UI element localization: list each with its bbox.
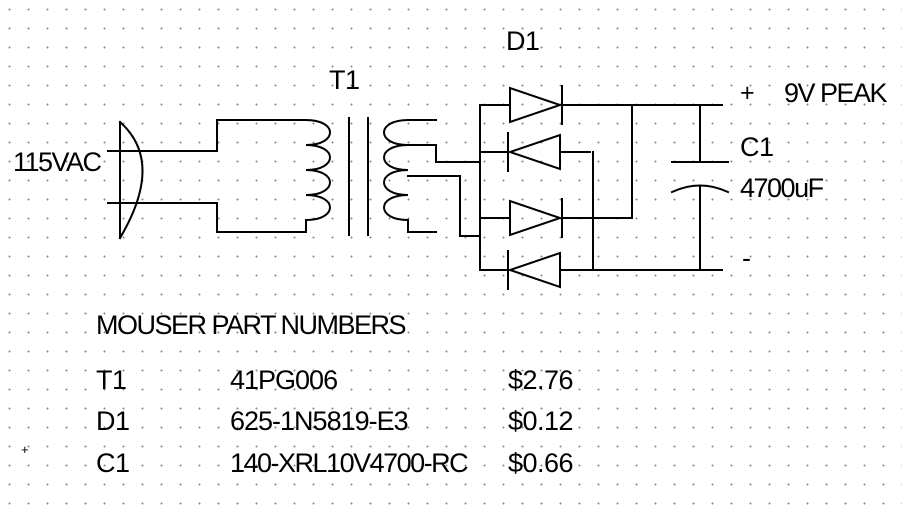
output-wiring	[559, 104, 723, 271]
transformer-t1-symbol	[304, 117, 437, 236]
diode-2	[479, 132, 591, 172]
parts-row-ref: T1	[96, 365, 127, 395]
bridge-rectifier-d1	[479, 85, 633, 290]
capacitor-ref-label: C1	[740, 132, 774, 162]
input-voltage-label: 115VAC	[13, 147, 102, 177]
input-wires	[145, 119, 307, 233]
parts-title: MOUSER PART NUMBERS	[96, 310, 407, 340]
plus-terminal-label: +	[740, 79, 755, 107]
secondary-winding	[383, 118, 410, 233]
parts-row-price: $0.66	[508, 448, 574, 478]
capacitor-c1-symbol	[670, 104, 730, 271]
parts-row-ref: C1	[96, 448, 130, 478]
transformer-label: T1	[329, 65, 360, 95]
minus-terminal-label: -	[742, 243, 751, 273]
output-voltage-label: 9V PEAK	[784, 78, 888, 108]
primary-winding	[304, 118, 331, 233]
secondary-wires	[407, 144, 481, 237]
parts-row-price: $2.76	[508, 365, 574, 395]
ac-plug-symbol	[107, 120, 147, 240]
parts-row-part: 41PG006	[230, 365, 338, 395]
diode-3	[479, 198, 633, 238]
parts-row-ref: D1	[96, 406, 130, 436]
diode-label: D1	[506, 26, 540, 56]
parts-row-part: 140-XRL10V4700-RC	[230, 448, 469, 478]
capacitor-value-label: 4700uF	[740, 173, 824, 203]
cursor-crosshair: +	[21, 442, 29, 457]
parts-row-part: 625-1N5819-E3	[230, 406, 409, 436]
parts-row-price: $0.12	[508, 406, 574, 436]
